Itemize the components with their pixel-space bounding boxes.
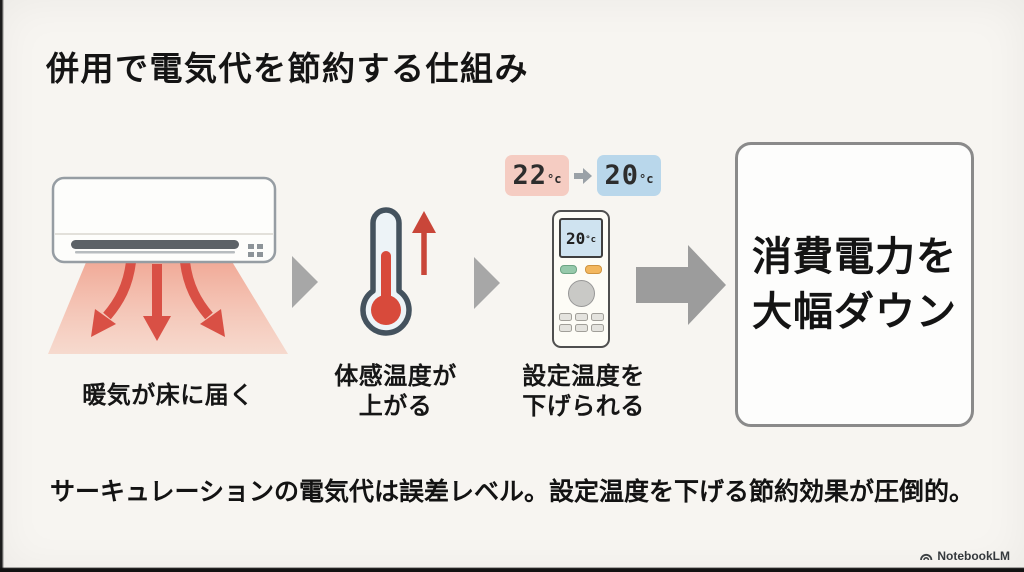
air-conditioner-illustration <box>48 176 288 354</box>
temp-before-badge: 22°c <box>505 155 569 196</box>
remote-control-illustration: 20°c <box>552 210 610 348</box>
arrow-right-icon <box>574 167 592 184</box>
step3-label-line1: 設定温度を <box>522 363 645 390</box>
temp-after-badge: 20°c <box>597 155 661 196</box>
step3-label: 設定温度を 下げられる <box>496 362 671 422</box>
thermometer-icon <box>360 207 436 336</box>
watermark-label: NotebookLM <box>937 549 1010 563</box>
remote-button-green <box>560 265 577 274</box>
remote-key <box>558 324 572 332</box>
footer-note: サーキュレーションの電気代は誤差レベル。設定温度を下げる節約効果が圧倒的。 <box>49 478 974 506</box>
remote-key <box>558 313 572 321</box>
left-edge-shadow <box>0 0 4 572</box>
watermark: NotebookLM <box>919 549 1010 563</box>
warm-airflow-arrows-icon <box>48 260 288 354</box>
temp-after-unit: °c <box>639 171 654 186</box>
result-box: 消費電力を 大幅ダウン <box>735 142 974 427</box>
page-title: 併用で電気代を節約する仕組み <box>46 50 529 87</box>
remote-display-unit: °c <box>585 235 597 245</box>
step3-label-line2: 下げられる <box>522 393 645 420</box>
chevron-right-icon <box>474 257 500 309</box>
remote-display: 20°c <box>559 218 603 258</box>
remote-keypad <box>558 313 604 332</box>
bottom-edge-shadow <box>0 567 1024 572</box>
notebooklm-logo-icon <box>920 553 933 560</box>
result-line2: 大幅ダウン <box>752 289 957 334</box>
step2-label: 体感温度が 上がる <box>308 362 483 422</box>
remote-key <box>590 313 604 321</box>
indicator-lights-icon <box>248 244 263 257</box>
temperature-change: 22°c 20°c <box>505 155 661 196</box>
arrow-up-icon <box>412 211 436 275</box>
remote-key <box>574 324 588 332</box>
temp-before-unit: °c <box>547 171 562 186</box>
remote-button-orange <box>585 265 602 274</box>
temp-before-value: 22 <box>512 160 548 191</box>
chevron-right-icon <box>292 256 318 308</box>
remote-key <box>590 324 604 332</box>
remote-mode-buttons <box>554 265 608 274</box>
step2-label-line2: 上がる <box>358 393 433 420</box>
remote-key <box>574 313 588 321</box>
step1-label: 暖気が床に届く <box>82 382 254 409</box>
result-line1: 消費電力を <box>752 234 957 279</box>
temp-after-value: 20 <box>604 160 640 191</box>
step2-label-line1: 体感温度が <box>334 363 457 390</box>
remote-dial-button <box>567 280 595 307</box>
big-arrow-right-icon <box>636 245 726 325</box>
remote-display-value: 20 <box>565 228 586 248</box>
